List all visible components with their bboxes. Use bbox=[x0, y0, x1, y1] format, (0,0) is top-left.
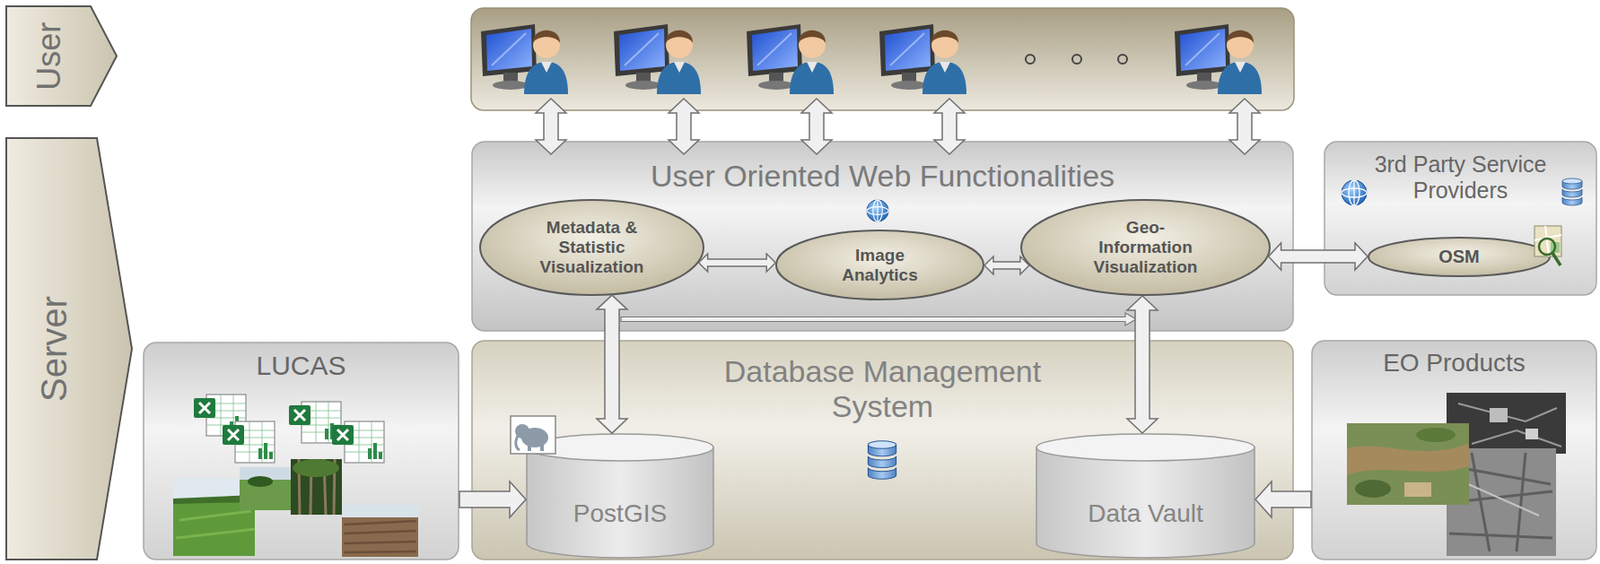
node-shape bbox=[1035, 433, 1256, 560]
data-source-box: LUCAS bbox=[142, 341, 460, 561]
function-ellipse: Metadata & Statistic Visualization bbox=[479, 199, 705, 297]
node-label: Geo-Information Visualization bbox=[1083, 218, 1209, 278]
user-icons bbox=[480, 24, 1262, 95]
web-functions-box: User Oriented Web FunctionalitiesMetadat… bbox=[471, 140, 1294, 333]
globe-icon bbox=[1341, 180, 1367, 206]
database-cylinder: PostGIS bbox=[525, 433, 715, 560]
database-icon bbox=[1562, 178, 1583, 206]
user-tab: User bbox=[5, 5, 118, 107]
node-label: Data Vault bbox=[1087, 499, 1204, 529]
function-ellipse: Image Analytics bbox=[775, 229, 985, 301]
node-label: Database Management System bbox=[703, 354, 1063, 425]
service-ellipse: OSM bbox=[1367, 236, 1551, 278]
node-label: PostGIS bbox=[573, 499, 667, 529]
server-tab: Server bbox=[5, 137, 133, 561]
database-cylinder: Data Vault bbox=[1035, 433, 1256, 560]
postgis-logo bbox=[510, 416, 556, 455]
node-label: Image Analytics bbox=[826, 245, 935, 286]
node-label: EO Products bbox=[1382, 349, 1526, 378]
node-label: User Oriented Web Functionalities bbox=[650, 158, 1115, 194]
tier-label: Server bbox=[33, 296, 75, 403]
node-label: OSM bbox=[1438, 246, 1480, 268]
service-provider-box: 3rd Party Service ProvidersOSM bbox=[1323, 140, 1598, 297]
database-icon bbox=[867, 441, 896, 481]
tier-label: User bbox=[31, 21, 69, 90]
ellipsis-dots bbox=[1025, 54, 1128, 64]
node-label: LUCAS bbox=[255, 350, 346, 383]
data-source-box: EO Products bbox=[1311, 340, 1598, 561]
user-band bbox=[471, 8, 1294, 111]
node-label: 3rd Party Service Providers bbox=[1357, 151, 1565, 204]
function-ellipse: Geo-Information Visualization bbox=[1020, 199, 1271, 297]
node-shape bbox=[525, 433, 715, 560]
globe-icon bbox=[866, 200, 889, 222]
dbms-box: Database Management SystemPostGIS Data Va… bbox=[471, 340, 1294, 561]
node-label: Metadata & Statistic Visualization bbox=[529, 218, 656, 278]
